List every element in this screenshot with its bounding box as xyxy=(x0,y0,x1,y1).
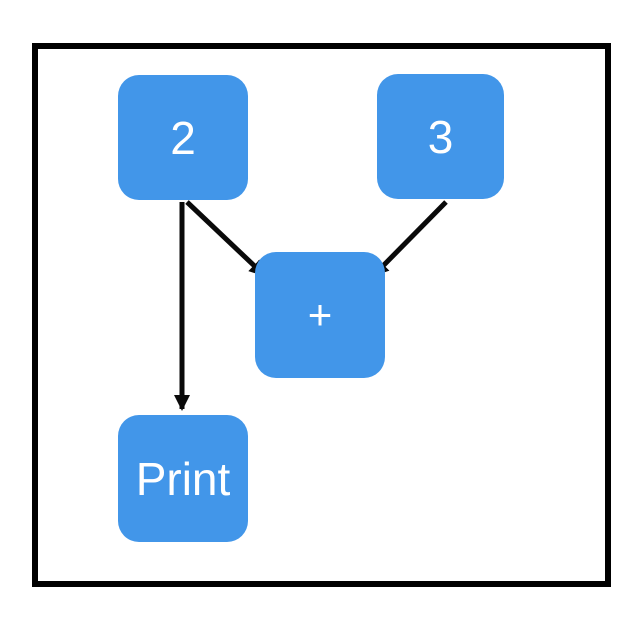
node-value-2-label: 2 xyxy=(170,111,196,164)
node-print-label: Print xyxy=(135,452,231,505)
node-print[interactable]: Print xyxy=(118,415,248,542)
node-value-3[interactable]: 3 xyxy=(377,74,504,199)
node-value-2[interactable]: 2 xyxy=(118,75,248,200)
node-add[interactable]: + xyxy=(255,252,385,378)
node-value-3-label: 3 xyxy=(427,110,454,163)
node-add-label: + xyxy=(307,291,333,338)
